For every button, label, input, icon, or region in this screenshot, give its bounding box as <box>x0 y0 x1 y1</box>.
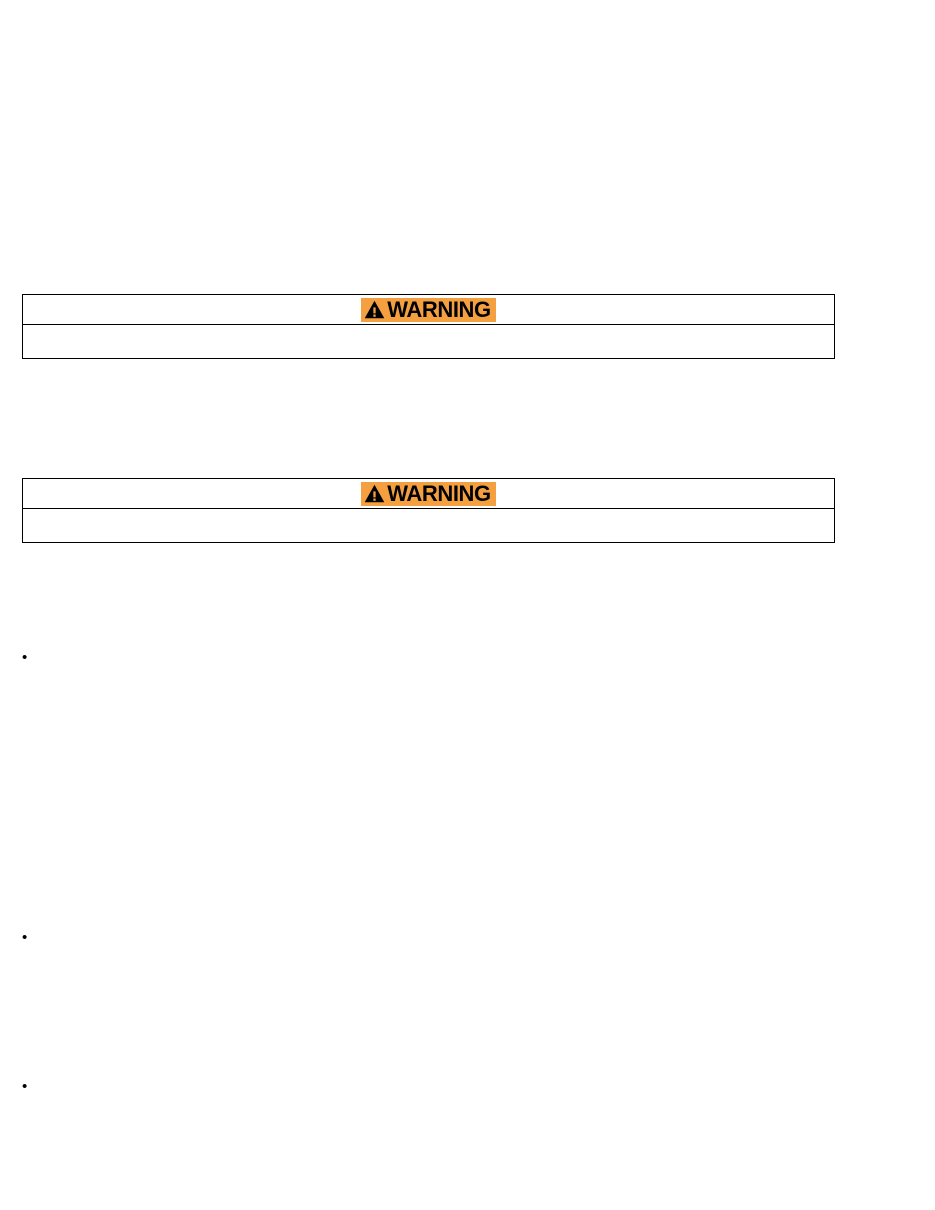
bullet-marker-icon: • <box>22 1078 28 1095</box>
list-item-text <box>43 930 822 944</box>
warning-notice-table-2: WARNING <box>22 478 835 543</box>
warning-body-row <box>22 324 835 359</box>
list-item: • <box>22 1079 822 1095</box>
alert-triangle-icon <box>364 300 385 319</box>
bullet-marker-icon: • <box>22 929 28 946</box>
warning-badge: WARNING <box>361 296 496 322</box>
list-item: • <box>22 650 822 666</box>
list-item-text <box>43 1079 822 1093</box>
warning-body-row <box>22 508 835 543</box>
warning-header-row: WARNING <box>22 294 835 325</box>
bullet-marker-icon: • <box>22 649 28 666</box>
warning-header-cell: WARNING <box>22 478 835 509</box>
warning-badge: WARNING <box>361 480 496 506</box>
list-item-text <box>43 650 822 664</box>
warning-label: WARNING <box>387 480 491 506</box>
warning-body-cell <box>22 508 835 543</box>
warning-header-row: WARNING <box>22 478 835 509</box>
warning-notice-table-1: WARNING <box>22 294 835 359</box>
warning-header-cell: WARNING <box>22 294 835 325</box>
list-item: • <box>22 930 822 946</box>
warning-body-cell <box>22 324 835 359</box>
alert-triangle-icon <box>364 484 385 503</box>
warning-label: WARNING <box>387 296 491 322</box>
